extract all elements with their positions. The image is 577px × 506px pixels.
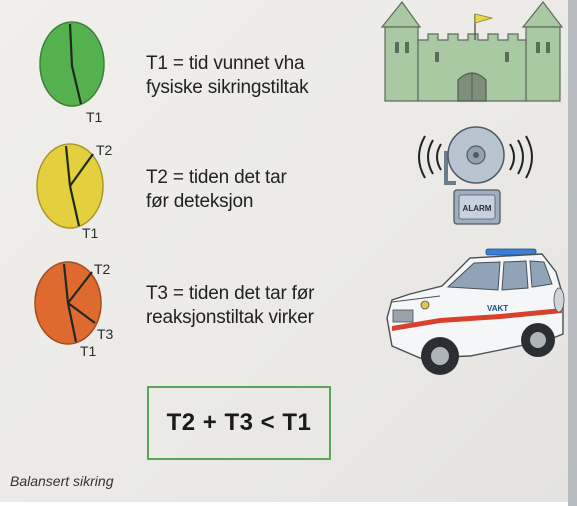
alarm-bell-icon: ALARM — [418, 126, 533, 225]
description-line: T1 = tid vunnet vha — [146, 53, 305, 74]
description-t2: T2 = tiden det tar før deteksjon — [146, 166, 287, 214]
formula-box: T2 + T3 < T1 — [147, 386, 331, 460]
clock-hand-t1 — [62, 263, 70, 304]
security-vehicle-icon: VAKT — [386, 248, 565, 375]
hand-label-t1: T1 — [80, 343, 97, 359]
alarm-label: ALARM — [463, 204, 492, 213]
clock-hand-t1 — [68, 185, 81, 227]
diagram: T1 T2 T1 T2 T3 T1 T1 = tid vunnet vha fy… — [10, 1, 565, 489]
formula-text: T2 + T3 < T1 — [166, 409, 312, 436]
hand-label-t2: T2 — [94, 261, 111, 277]
clock-hand-t1 — [68, 23, 83, 105]
clock-hand-t2 — [69, 153, 94, 187]
description-line: T2 = tiden det tar — [146, 167, 287, 188]
clock-t2: T2 T1 — [36, 142, 113, 241]
vehicle-label: VAKT — [487, 304, 508, 313]
hand-label-t3: T3 — [97, 326, 114, 342]
description-line: fysiske sikringstiltak — [146, 77, 309, 98]
figure-caption: Balansert sikring — [10, 473, 114, 489]
hand-label-t2: T2 — [96, 142, 113, 158]
description-line: T3 = tiden det tar før — [146, 283, 315, 304]
clocks-layer: T1 T2 T1 T2 T3 T1 — [34, 21, 114, 359]
clock-hand-t1 — [66, 302, 78, 343]
castle-icon — [380, 1, 564, 102]
clock-t1: T1 — [39, 21, 105, 125]
description-line: før deteksjon — [146, 191, 254, 212]
right-edge-strip — [568, 0, 577, 506]
description-line: reaksjonstiltak virker — [146, 307, 314, 328]
description-t1: T1 = tid vunnet vha fysiske sikringstilt… — [146, 52, 309, 100]
clock-hand-t2 — [67, 271, 93, 304]
clock-t3: T2 T3 T1 — [34, 261, 114, 359]
hand-label-t1: T1 — [82, 225, 99, 241]
description-t3: T3 = tiden det tar før reaksjonstiltak v… — [146, 282, 314, 330]
clock-hand-t3 — [67, 302, 96, 324]
clock-hand-t1 — [64, 145, 72, 187]
hand-label-t1: T1 — [86, 109, 103, 125]
